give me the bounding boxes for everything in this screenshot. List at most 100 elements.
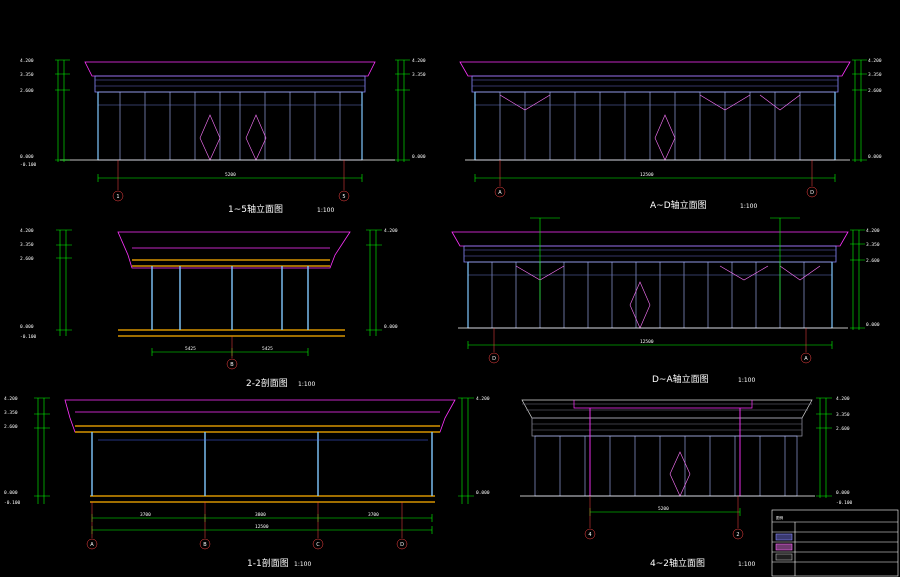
roof-section (117, 231, 351, 269)
glass-facade (534, 435, 798, 497)
glass-facade (467, 261, 833, 329)
callout-lines (530, 217, 800, 300)
level-mid: 2.600 (4, 424, 18, 430)
axis-label-a: A (90, 542, 94, 548)
level-floor: 0.000 (20, 324, 34, 330)
column-lines (467, 262, 833, 328)
column-lines (474, 92, 836, 160)
title-block-header: 图例 (776, 515, 784, 520)
section-2-2: B 5425 5425 4.200 3.350 2.600 0.000 -0.1… (20, 228, 398, 389)
elevation-4-2: 4 2 5200 4.200 3.350 2.600 0.000 -0.100 … (520, 396, 853, 569)
level-mid: 2.600 (868, 88, 882, 94)
view-title: 2-2剖面图 (246, 377, 288, 389)
level-mid: 2.600 (866, 258, 880, 264)
title-block (771, 509, 899, 577)
column-lines (589, 408, 741, 496)
columns (91, 432, 433, 496)
view-scale: 1:100 (740, 203, 757, 210)
level-ground: -0.100 (20, 162, 37, 168)
level-eave: 3.350 (836, 412, 850, 418)
view-title: 1-1剖面图 (247, 557, 289, 569)
axis-label-c: C (316, 542, 320, 548)
view-scale: 1:100 (298, 381, 315, 388)
view-title: 4~2轴立面图 (650, 557, 705, 569)
axis-label-right: 2 (736, 532, 739, 538)
dimension-line (97, 174, 363, 182)
level-floor: 0.000 (836, 490, 850, 496)
overall-dimension: 12500 (255, 524, 269, 530)
level-marks (467, 229, 865, 349)
level-ground: -0.100 (20, 334, 37, 340)
beam (75, 425, 440, 503)
overall-dimension: 5200 (658, 506, 669, 512)
view-title: D~A轴立面图 (652, 373, 709, 385)
dimension-1: 5425 (185, 346, 196, 352)
level-top: 4.200 (866, 228, 880, 234)
glass-facade (97, 91, 363, 161)
level-eave: 3.350 (866, 242, 880, 248)
axis-lines (494, 160, 818, 198)
axis-label-b: B (203, 542, 207, 548)
level-top-right: 4.200 (412, 58, 426, 64)
level-top: 4.200 (20, 228, 34, 234)
roof-band (84, 61, 376, 93)
axis-label-left: 4 (588, 532, 591, 538)
roof-band (451, 231, 849, 263)
level-top: 4.200 (20, 58, 34, 64)
dimension-3: 3700 (368, 512, 379, 518)
overall-dimension: 12500 (640, 339, 654, 345)
column-lines (97, 92, 363, 160)
level-mid: 2.600 (836, 426, 850, 432)
level-eave-right: 3.350 (412, 72, 426, 78)
level-floor: 0.000 (20, 154, 34, 160)
level-floor: 0.000 (4, 490, 18, 496)
level-marks (56, 229, 382, 356)
roof-band (459, 61, 851, 93)
level-marks (852, 59, 867, 162)
dimension-2: 5425 (262, 346, 273, 352)
axis-lines (86, 502, 408, 550)
axis-label-right: D (810, 190, 814, 196)
axis-lines (488, 328, 812, 364)
level-floor: 0.000 (866, 322, 880, 328)
section-1-1: A B C D 3700 3800 3700 12500 4.200 3.350… (4, 396, 490, 569)
view-scale: 1:100 (294, 561, 311, 568)
level-marks (589, 397, 832, 516)
axis-label-d: D (400, 542, 404, 548)
glass-facade (474, 91, 836, 161)
axis-lines (112, 160, 350, 202)
level-eave: 3.350 (20, 242, 34, 248)
level-marks-left (55, 59, 70, 162)
level-eave: 3.350 (20, 72, 34, 78)
axis-label-left: A (498, 190, 502, 196)
overall-dimension: 12500 (640, 172, 654, 178)
level-ground: -0.100 (4, 500, 21, 506)
level-floor-right: 0.000 (412, 154, 426, 160)
dimension-1: 3700 (140, 512, 151, 518)
level-top: 4.200 (836, 396, 850, 402)
axis-lines (584, 496, 744, 540)
roof-section (64, 399, 456, 433)
view-scale: 1:100 (317, 207, 334, 214)
view-title: 1~5轴立面图 (228, 203, 283, 215)
level-top-right: 4.200 (476, 396, 490, 402)
overall-dimension: 5200 (225, 172, 236, 178)
view-scale: 1:100 (738, 377, 755, 384)
level-mid: 2.600 (20, 256, 34, 262)
view-title: A~D轴立面图 (650, 199, 707, 211)
columns (151, 266, 309, 330)
level-top: 4.200 (868, 58, 882, 64)
level-top: 4.200 (4, 396, 18, 402)
axis-label-right: 5 (342, 194, 345, 200)
level-eave: 3.350 (4, 410, 18, 416)
dimension-line (474, 174, 836, 182)
level-ground: -0.100 (836, 500, 853, 506)
level-floor-right: 0.000 (476, 490, 490, 496)
axis-label-left: D (492, 356, 496, 362)
axis-label-mid: B (230, 362, 234, 368)
axis-label-left: 1 (116, 194, 119, 200)
level-marks (34, 397, 474, 534)
level-floor-right: 0.000 (384, 324, 398, 330)
level-floor: 0.000 (868, 154, 882, 160)
